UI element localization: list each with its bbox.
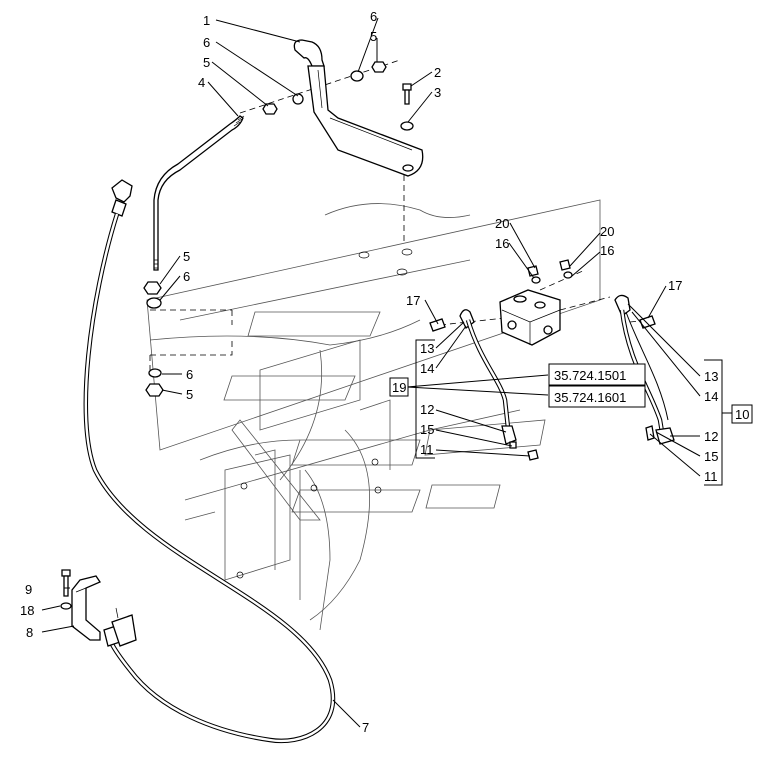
callout-18: 18 xyxy=(20,603,34,618)
washer-6-rod xyxy=(146,297,162,309)
washer-16-right xyxy=(563,271,573,279)
ref-box-19 xyxy=(389,377,409,397)
ref-box-10 xyxy=(731,404,753,424)
ref-box-a xyxy=(548,363,646,386)
callout-13-left: 13 xyxy=(420,341,434,356)
bolt-2-head xyxy=(402,83,412,91)
pipe-assembly-left xyxy=(429,309,539,461)
union-12-left xyxy=(501,425,517,445)
fitting-11-left xyxy=(527,449,539,461)
reference-35-724-1601: 35.724.1601 xyxy=(554,390,626,405)
banjo-fitting-right xyxy=(614,294,631,318)
bracket-handle-part-1 xyxy=(293,39,424,177)
callout-17-left: 17 xyxy=(406,293,420,308)
callout-20-left: 20 xyxy=(495,216,509,231)
union-12-right xyxy=(655,427,675,445)
callout-8: 8 xyxy=(26,625,33,640)
callout-9: 9 xyxy=(25,582,32,597)
callout-11-right: 11 xyxy=(704,469,718,484)
bracket-part-8 xyxy=(60,569,101,641)
callout-15-left: 15 xyxy=(420,422,434,437)
nut-5-rod xyxy=(143,281,162,295)
seal-15-left xyxy=(509,441,517,449)
callout-5-top-right: 5 xyxy=(370,29,377,44)
callout-13-right: 13 xyxy=(704,369,718,384)
bolt-9-head xyxy=(61,569,71,577)
background-frame-outline xyxy=(146,199,601,631)
nut-5-top-right xyxy=(371,61,387,73)
callout-11-left: 11 xyxy=(420,442,434,457)
washer-nut-set-left xyxy=(143,281,164,397)
callout-4: 4 xyxy=(198,75,205,90)
callout-labels: 1 6 6 5 5 4 2 3 5 6 6 5 20 16 20 16 17 1… xyxy=(20,9,749,735)
washer-18 xyxy=(60,602,72,610)
callout-6-top-left: 6 xyxy=(203,35,210,50)
callout-7: 7 xyxy=(362,720,369,735)
bolt-17-left xyxy=(429,318,446,332)
callout-2: 2 xyxy=(434,65,441,80)
washer-16-left xyxy=(531,276,541,284)
callout-6-top-right: 6 xyxy=(370,9,377,24)
reference-boxes xyxy=(389,363,753,424)
callout-1: 1 xyxy=(203,13,210,28)
callout-20-right: 20 xyxy=(600,224,614,239)
callout-15-right: 15 xyxy=(704,449,718,464)
washer-3 xyxy=(400,121,414,131)
leader-lines xyxy=(41,17,732,728)
fitting-11-right xyxy=(645,425,655,441)
washer-nut-set-top xyxy=(262,61,414,131)
assembly-guide-lines xyxy=(149,59,649,370)
rod-part-4 xyxy=(153,115,245,271)
callout-10: 10 xyxy=(735,407,749,422)
callout-14-left: 14 xyxy=(420,361,434,376)
nut-5-top-left xyxy=(262,103,278,115)
callout-5-top-left: 5 xyxy=(203,55,210,70)
washer-6-top-right xyxy=(350,70,364,82)
callout-19: 19 xyxy=(392,380,406,395)
cable-part-7 xyxy=(83,179,336,744)
callout-12-right: 12 xyxy=(704,429,718,444)
bolt-2-shank xyxy=(404,89,410,105)
callout-16-right: 16 xyxy=(600,243,614,258)
bolt-9-shank xyxy=(63,575,69,597)
callout-14-right: 14 xyxy=(704,389,718,404)
ref-box-b xyxy=(548,385,646,408)
callout-5-lower: 5 xyxy=(186,387,193,402)
nut-5-lower xyxy=(145,383,164,397)
bolt-20-right xyxy=(559,259,571,271)
callout-17-right: 17 xyxy=(668,278,682,293)
callout-16-left: 16 xyxy=(495,236,509,251)
reference-35-724-1501: 35.724.1501 xyxy=(554,368,626,383)
callout-6-rod: 6 xyxy=(183,269,190,284)
callout-6-lower: 6 xyxy=(186,367,193,382)
washer-6-lower xyxy=(148,368,162,378)
callout-12-left: 12 xyxy=(420,402,434,417)
washer-6-top-left xyxy=(292,93,304,105)
callout-5-rod: 5 xyxy=(183,249,190,264)
callout-3: 3 xyxy=(434,85,441,100)
valve-block xyxy=(499,259,573,346)
